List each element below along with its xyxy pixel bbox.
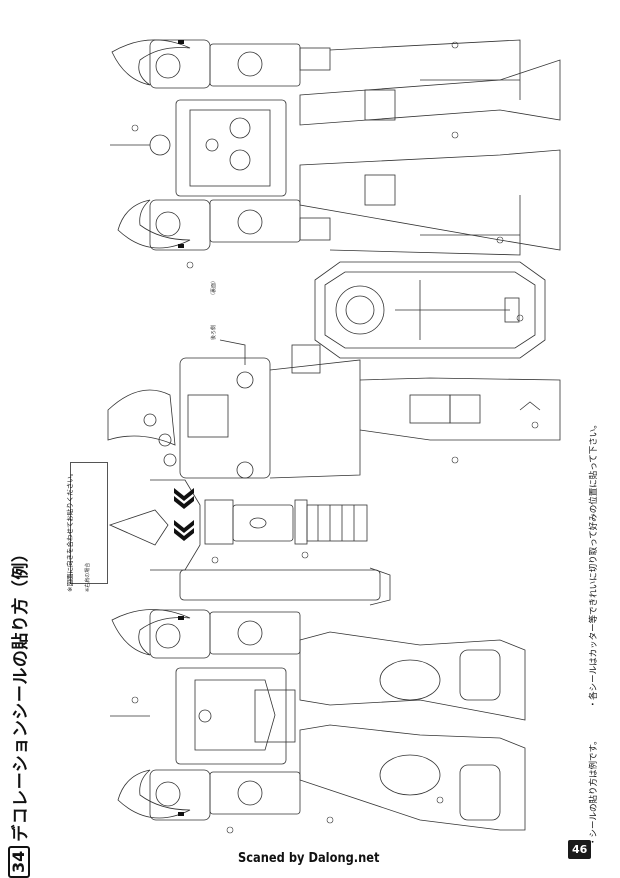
figure-arm-detail	[108, 479, 368, 571]
chevron-decal-icons	[174, 40, 194, 816]
decal-orientation-subnote: ※右肩の場合	[85, 562, 91, 592]
decal-orientation-box	[70, 462, 108, 584]
figure-middle-side-view	[107, 339, 561, 479]
part-callouts	[131, 41, 539, 834]
decal-orientation-note: ※図面に向きを合わせてお貼りください。	[66, 469, 74, 592]
page-title: 34 デコレーションシールの貼り方（例）	[6, 545, 31, 878]
figure-shield	[314, 261, 546, 359]
page-number-badge: 46	[568, 840, 592, 859]
scan-credit: Scaned by Dalong.net	[238, 851, 380, 866]
title-text: デコレーションシールの貼り方（例）	[11, 544, 31, 842]
note-cutting: ・各シールはカッター等できれいに切り取って好みの位置に貼って下さい。	[589, 420, 599, 709]
back-view-label: 後ろ側	[211, 324, 217, 340]
note-example: ・シールの貼り方は例です。	[589, 736, 599, 846]
instruction-notes: ・シールの貼り方は例です。 ・各シールはカッター等できれいに切り取って好みの位置…	[587, 420, 599, 846]
figure-top-rear-view	[110, 39, 561, 256]
step-number-badge: 34	[7, 845, 30, 878]
figure-bottom-front-view	[110, 567, 526, 831]
shield-note-label: （裏面）	[211, 277, 217, 298]
